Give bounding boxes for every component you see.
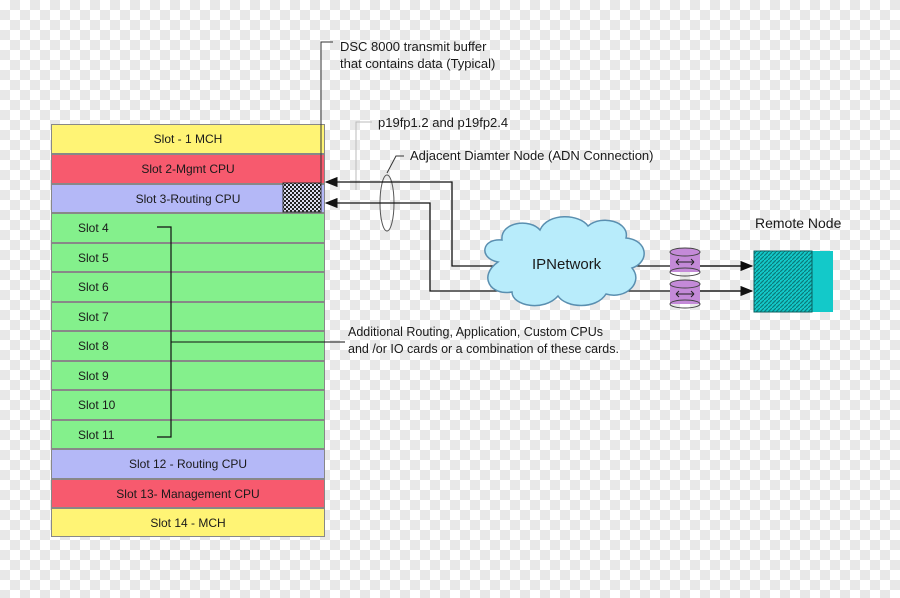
slot-14: Slot 14 - MCH <box>51 508 325 537</box>
slot-7: Slot 7 <box>51 302 325 331</box>
slot-8: Slot 8 <box>51 331 325 361</box>
slot-label: Slot - 1 MCH <box>153 132 223 146</box>
slot-label: Slot 12 - Routing CPU <box>128 457 248 471</box>
slot-12: Slot 12 - Routing CPU <box>51 449 325 479</box>
ports-callout <box>355 121 372 190</box>
slot-label: Slot 3-Routing CPU <box>135 191 241 206</box>
slot-label: Slot 7 <box>78 309 109 324</box>
slot-10: Slot 10 <box>51 390 325 420</box>
slot-9: Slot 9 <box>51 361 325 390</box>
remote-node-label: Remote Node <box>755 215 842 231</box>
slot-label: Slot 6 <box>78 280 109 294</box>
adn-callout <box>386 155 404 174</box>
cloud-icon <box>484 216 645 307</box>
remote-node-icon <box>753 250 833 313</box>
slot-label: Slot 13- Management CPU <box>116 486 260 501</box>
cards-label-line2: and /or IO cards or a combination of the… <box>348 342 619 356</box>
slot-4: Slot 4 <box>51 213 325 243</box>
slot-label: Slot 2-Mgmt CPU <box>141 162 235 176</box>
slot-label: Slot 8 <box>78 339 109 353</box>
slot-1: Slot - 1 MCH <box>51 124 325 154</box>
adn-label: Adjacent Diamter Node (ADN Connection) <box>410 148 654 163</box>
buffer-icon <box>282 182 322 213</box>
slot-label: Slot 4 <box>78 221 109 235</box>
slot-label: Slot 10 <box>78 398 116 412</box>
slot-13: Slot 13- Management CPU <box>51 479 325 508</box>
slot-label: Slot 5 <box>78 250 109 265</box>
slot-label: Slot 9 <box>78 368 109 383</box>
router-icon <box>669 279 701 309</box>
slot-5: Slot 5 <box>51 243 325 272</box>
slot-3: Slot 3-Routing CPU <box>51 184 325 213</box>
buffer-label-line2: that contains data (Typical) <box>340 56 496 71</box>
slot-label: Slot 11 <box>78 427 115 442</box>
buffer-label-line1: DSC 8000 transmit buffer <box>340 39 487 54</box>
ports-label: p19fp1.2 and p19fp2.4 <box>378 115 509 130</box>
slot-label: Slot 14 - MCH <box>150 515 226 530</box>
slot-6: Slot 6 <box>51 272 325 302</box>
buffer-callout <box>320 41 333 211</box>
slot-2: Slot 2-Mgmt CPU <box>51 154 325 184</box>
slot-11: Slot 11 <box>51 420 325 449</box>
cards-label-line1: Additional Routing, Application, Custom … <box>348 325 603 339</box>
cards-bracket <box>157 226 172 438</box>
router-icon <box>669 247 701 277</box>
buffer-label: DSC 8000 transmit buffer that contains d… <box>340 38 495 72</box>
cloud-label: IPNetwork <box>532 256 602 273</box>
cards-label: Additional Routing, Application, Custom … <box>348 324 619 358</box>
